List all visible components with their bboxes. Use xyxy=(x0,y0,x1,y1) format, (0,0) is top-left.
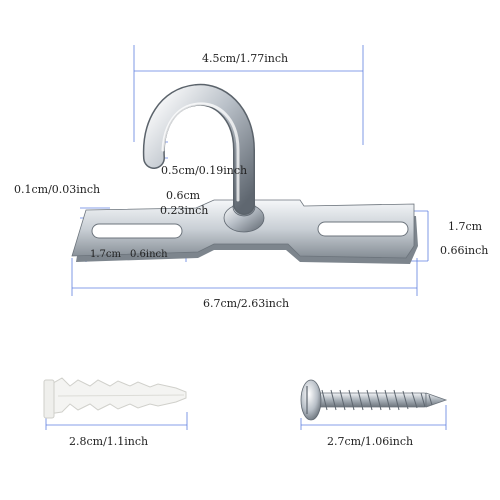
screw xyxy=(300,379,448,421)
label-slot-length-cm: 1.7cm xyxy=(90,249,121,260)
screw-head xyxy=(300,379,322,421)
hook-highlight xyxy=(161,102,240,202)
wall-anchor xyxy=(43,377,187,419)
screw-threads xyxy=(321,389,433,411)
anchor-spine xyxy=(57,394,185,397)
label-slot-length-in: 0.6inch xyxy=(130,249,168,260)
label-plate-thickness: 0.1cm/0.03inch xyxy=(14,183,101,196)
label-plate-length: 6.7cm/2.63inch xyxy=(203,297,290,310)
hook xyxy=(142,83,255,215)
screw-tip xyxy=(425,392,448,408)
label-plate-width-cm: 1.7cm xyxy=(448,220,483,233)
hook-wire xyxy=(144,85,254,214)
label-screw-length: 2.7cm/1.06inch xyxy=(327,435,414,448)
label-plate-width-in: 0.66inch xyxy=(440,244,489,257)
label-anchor-length: 2.8cm/1.1inch xyxy=(69,435,149,448)
label-hook-span: 4.5cm/1.77inch xyxy=(202,52,289,65)
label-wire-diameter: 0.5cm/0.19inch xyxy=(161,164,248,177)
plate-slot-left xyxy=(91,223,183,239)
anchor-collar xyxy=(43,379,55,419)
label-slot-width-in: 0.23inch xyxy=(160,204,209,217)
label-slot-width-cm: 0.6cm xyxy=(166,189,201,202)
plate-slot-right xyxy=(317,221,409,237)
